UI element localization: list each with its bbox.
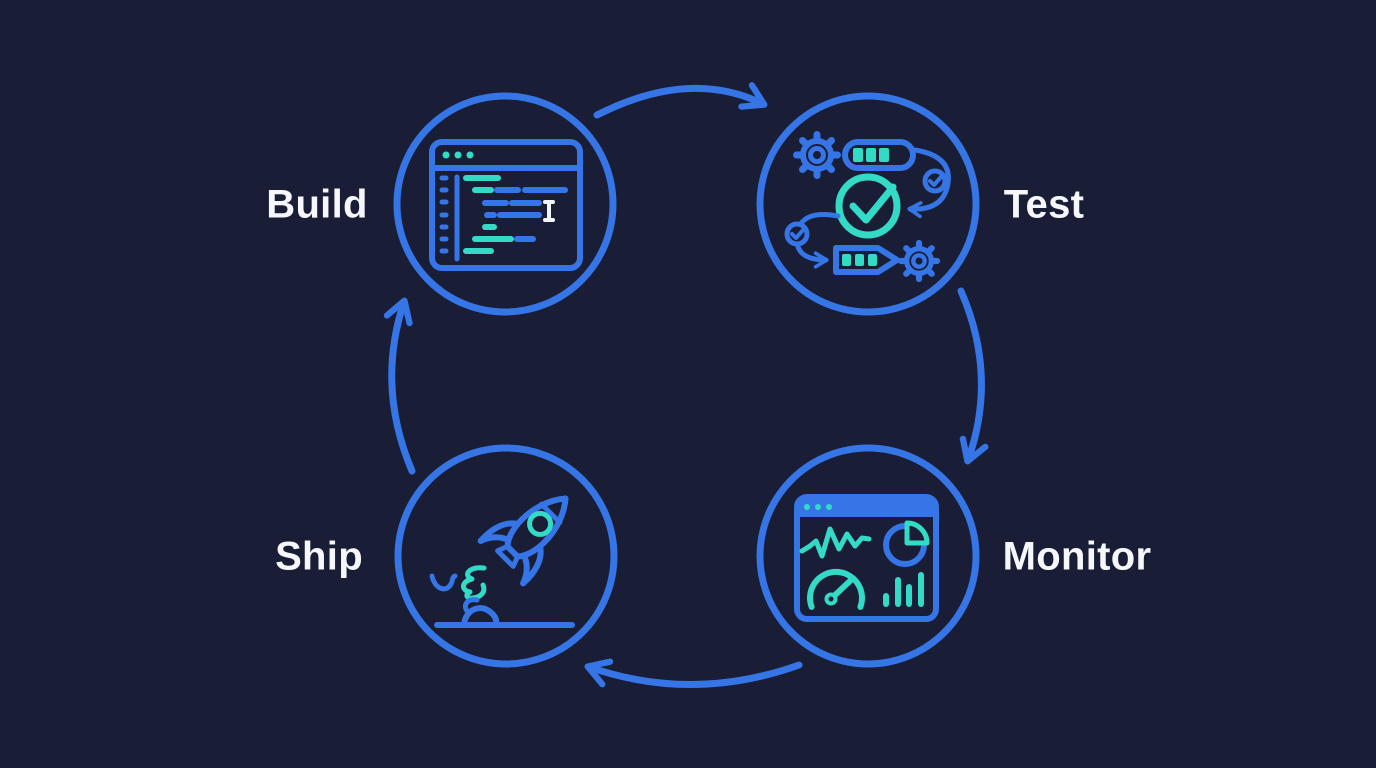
smoke-mound <box>461 605 500 627</box>
pipeline-bar <box>842 139 916 171</box>
monitoring-dashboard-icon <box>794 494 939 622</box>
checkmark-icon <box>849 183 897 224</box>
rocket-flame <box>461 565 487 601</box>
stage-circle-ship <box>394 444 618 668</box>
arrow-monitor-to-ship <box>584 658 803 688</box>
stage-label-build: Build <box>266 182 368 227</box>
stage-circle-build <box>393 92 617 316</box>
nosecone-line <box>538 501 563 526</box>
gear-icon <box>901 243 937 279</box>
window-dot <box>442 151 450 159</box>
smoke-curl <box>462 597 480 615</box>
automated-tests-icon <box>784 135 951 280</box>
gauge-icon <box>807 568 865 610</box>
rocket-fin <box>520 543 544 587</box>
stage-label-ship: Ship <box>275 534 363 579</box>
code-editor-icon <box>429 139 583 271</box>
window-dot <box>454 151 462 159</box>
line-number-gutter <box>439 174 460 262</box>
line-chart-icon <box>799 526 872 559</box>
pipeline-segment <box>855 254 864 266</box>
code-lines <box>463 175 568 254</box>
stage-circle-test <box>756 92 980 316</box>
window-dot <box>826 504 832 510</box>
stage-label-monitor: Monitor <box>1002 534 1152 579</box>
pipeline-segment <box>853 148 863 162</box>
rocket-fin <box>477 520 521 544</box>
success-circle <box>835 173 901 239</box>
stage-label-test: Test <box>1003 182 1085 227</box>
rocket-nozzle <box>495 544 520 569</box>
pipeline-arrow-bar <box>833 245 900 275</box>
bar-chart-icon <box>883 572 924 607</box>
pipeline-segment <box>868 254 877 266</box>
gauge-needle <box>830 578 853 600</box>
window-dot <box>815 504 821 510</box>
titlebar <box>797 497 936 517</box>
window-dot <box>804 504 810 510</box>
check-icon <box>928 175 943 187</box>
rocket-window <box>527 510 554 537</box>
arrow-ship-to-build <box>383 297 416 475</box>
loop-arrow <box>907 147 951 219</box>
pipeline-segment <box>866 148 876 162</box>
rocket-body <box>504 495 569 560</box>
pie-slice <box>904 520 930 546</box>
editor-window <box>429 139 583 271</box>
rocket-launch-icon <box>429 495 575 628</box>
pipeline-segment <box>879 148 889 162</box>
window-dot <box>466 151 474 159</box>
rocket-body-group <box>477 495 569 587</box>
smoke-curl <box>429 573 458 592</box>
stage-circle-monitor <box>756 444 980 668</box>
text-cursor-icon <box>543 200 555 222</box>
arrow-build-to-test <box>593 82 768 119</box>
gear-icon <box>797 135 838 176</box>
pipeline-segment <box>842 254 851 266</box>
gauge-hub <box>824 592 838 606</box>
check-icon <box>790 228 805 240</box>
arrow-test-to-monitor <box>957 287 989 465</box>
